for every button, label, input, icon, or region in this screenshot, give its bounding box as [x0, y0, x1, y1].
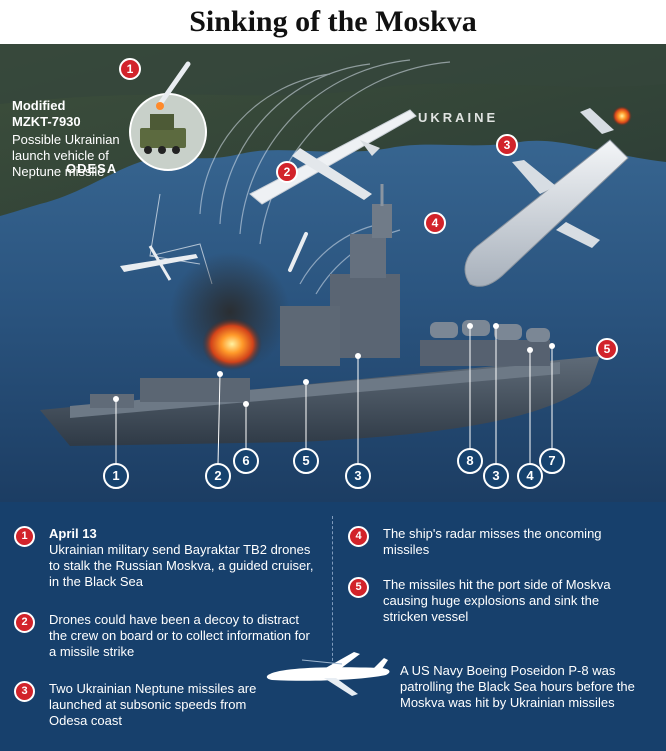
- scene-marker-red-2: 2: [276, 161, 298, 183]
- step-heading: April 13: [49, 526, 97, 541]
- launcher-truck-icon: [140, 128, 186, 148]
- moskva-cruiser: [40, 184, 600, 446]
- neptune-missile-icon: [464, 106, 632, 287]
- step-1: 1 April 13 Ukrainian military send Bayra…: [14, 526, 324, 590]
- scene-marker-red-3: 3: [496, 134, 518, 156]
- scene-marker-red-4: 4: [424, 212, 446, 234]
- launched-missile-icon: [157, 61, 191, 107]
- ship-marker-1: 1: [103, 463, 129, 489]
- legend-divider: [332, 516, 333, 666]
- step-number: 4: [348, 526, 369, 547]
- ship-marker-3a: 3: [345, 463, 371, 489]
- step-4: 4 The ship's radar misses the oncoming m…: [348, 526, 648, 562]
- step-5: 5 The missiles hit the port side of Mosk…: [348, 577, 648, 631]
- city-label: ODESA: [66, 161, 118, 176]
- step-number: 1: [14, 526, 35, 547]
- neptune-missile-small-icon: [288, 232, 308, 272]
- country-label: UKRAINE: [418, 110, 499, 125]
- step-text: The ship's radar misses the oncoming mis…: [383, 526, 602, 557]
- step-2: 2 Drones could have been a decoy to dist…: [14, 612, 324, 659]
- step-text: Two Ukrainian Neptune missiles are launc…: [49, 681, 257, 728]
- ship-marker-5: 5: [293, 448, 319, 474]
- ship-marker-8: 8: [457, 448, 483, 474]
- step-number: 5: [348, 577, 369, 598]
- launcher-line2: MZKT-7930: [12, 114, 81, 129]
- ship-marker-4: 4: [517, 463, 543, 489]
- scene-marker-red-5: 5: [596, 338, 618, 360]
- ship-marker-6: 6: [233, 448, 259, 474]
- step-text: Drones could have been a decoy to distra…: [49, 612, 310, 659]
- ship-marker-2: 2: [205, 463, 231, 489]
- page-title: Sinking of the Moskva: [189, 5, 477, 38]
- legend-panel: 1 April 13 Ukrainian military send Bayra…: [0, 502, 666, 751]
- step-number: 3: [14, 681, 35, 702]
- launcher-caption: Modified MZKT-7930 Possible Ukrainian la…: [12, 98, 124, 180]
- scene-marker-red-1: 1: [119, 58, 141, 80]
- aircraft-icon: [266, 652, 390, 696]
- illustration: UKRAINE ODESA Modified MZKT-7930 Possibl…: [0, 44, 666, 502]
- ship-marker-3b: 3: [483, 463, 509, 489]
- scene-svg: [0, 44, 666, 502]
- step-text: Ukrainian military send Bayraktar TB2 dr…: [49, 542, 314, 589]
- step-number: 2: [14, 612, 35, 633]
- launcher-line1: Modified: [12, 98, 66, 113]
- explosion: [202, 318, 262, 370]
- step-text: The missiles hit the port side of Moskva…: [383, 577, 611, 624]
- step-3: 3 Two Ukrainian Neptune missiles are lau…: [14, 681, 324, 731]
- p8-caption: A US Navy Boeing Poseidon P-8 was patrol…: [400, 663, 635, 710]
- tb2-drone-small-icon: [120, 245, 198, 281]
- ship-marker-7: 7: [539, 448, 565, 474]
- launcher-desc: Possible Ukrainian launch vehicle of Nep…: [12, 132, 120, 179]
